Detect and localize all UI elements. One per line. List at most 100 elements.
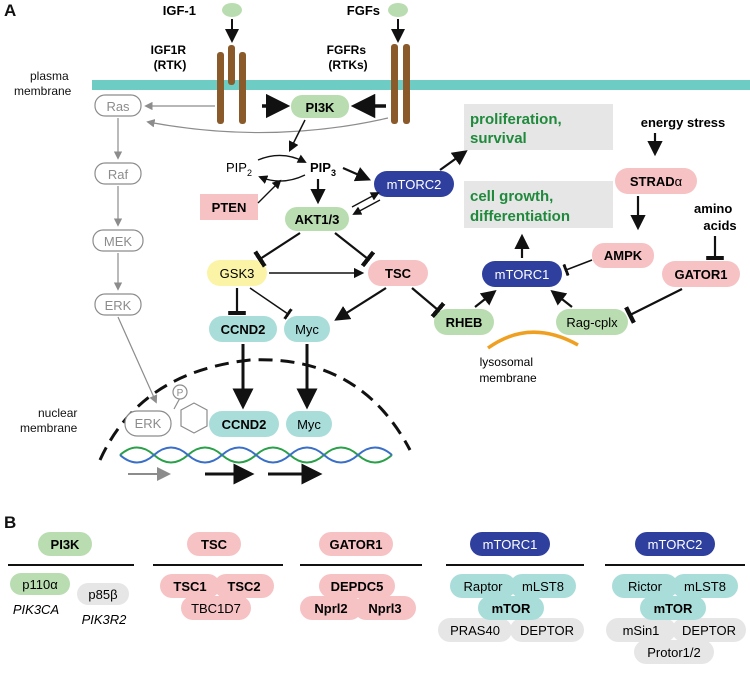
gsk3-label: GSK3 [220, 266, 255, 281]
fgfr-receptor [391, 44, 410, 124]
pras40-label: PRAS40 [450, 623, 500, 638]
ampk-label: AMPK [604, 248, 643, 263]
akt-node [285, 207, 349, 231]
pras40-node [438, 618, 512, 642]
cell-growth-label: cell growth, differentiation [470, 188, 570, 225]
akt-to-mtorc2-arrow [351, 192, 380, 208]
erk-to-nucleus-arrow [117, 316, 158, 404]
gator1-complex-group: GATOR1 DEPDC5 Nprl2 Nprl3 [300, 532, 422, 620]
deptor-label-1: DEPTOR [520, 623, 574, 638]
pi3k-to-pip-arrow [288, 119, 306, 153]
tbc1d7-label: TBC1D7 [191, 601, 241, 616]
protor-label: Protor1/2 [647, 645, 700, 660]
erk-nuclear-node [124, 410, 172, 437]
rag-node [556, 309, 628, 335]
strada-label: STRADα [630, 174, 683, 189]
gator1-inhibits-rag [624, 288, 683, 324]
mlst8-label-1: mLST8 [522, 579, 564, 594]
gsk3-inhibits-myc [249, 287, 293, 320]
nprl2-label: Nprl2 [314, 601, 347, 616]
tsc-to-myc-arrow [334, 287, 387, 321]
pip3-label: PIP3 [310, 160, 336, 178]
rictor-label: Rictor [628, 579, 663, 594]
mek-label: MEK [104, 234, 133, 249]
pten-to-pip-arrow [257, 179, 282, 204]
erk-node [94, 293, 142, 316]
akt-inhibits-tsc [334, 232, 376, 268]
cell-growth-box [464, 181, 613, 228]
gator1-label: GATOR1 [675, 267, 728, 282]
tsc2-label: TSC2 [227, 579, 260, 594]
myc-node [284, 316, 330, 342]
pi3k-complex-group: PI3K p110α p85β PIK3CA PIK3R2 [8, 532, 134, 627]
fgfs-ligand [388, 3, 408, 17]
mtorc2-to-proliferation-arrow [439, 150, 468, 171]
p110-node [10, 573, 70, 595]
ampk-node [592, 243, 654, 268]
tsc2-node [214, 574, 274, 598]
nuclear-membrane [98, 358, 412, 461]
raf-label: Raf [108, 167, 129, 182]
p85-label: p85β [88, 587, 117, 602]
mtorc2-complex-group: mTORC2 Protor1/2 mSin1 DEPTOR mTOR Ricto… [605, 532, 746, 664]
phospho-link [173, 397, 181, 410]
ras-label: Ras [106, 99, 130, 114]
nprl2-node [300, 596, 362, 620]
erk-nuclear-label: ERK [135, 416, 162, 431]
mtorc2-node [374, 171, 454, 197]
gsk3-node [207, 260, 267, 286]
pten-label: PTEN [212, 200, 247, 215]
erk-label: ERK [105, 298, 132, 313]
ras-node [94, 94, 142, 117]
fgfr-to-ras-arrow [146, 117, 389, 134]
panel-a-label: A [4, 1, 16, 20]
phospho-circle [172, 384, 188, 400]
akt-inhibits-gsk3 [253, 232, 301, 268]
gator1-header-node [319, 532, 393, 556]
pi3k-header-label: PI3K [51, 537, 81, 552]
tsc-label: TSC [385, 266, 412, 281]
mek-node [92, 229, 144, 252]
nuclear-membrane-label: nuclear membrane [20, 406, 81, 435]
proliferation-label: proliferation, survival [470, 111, 566, 147]
raptor-label: Raptor [463, 579, 503, 594]
mtor-label-2: mTOR [654, 601, 693, 616]
myc-nuclear-label: Myc [297, 417, 321, 432]
mlst8-node-1 [510, 574, 576, 598]
pip2-label: PIP2 [226, 160, 252, 178]
tsc-node [368, 260, 428, 286]
mtorc2-label: mTORC2 [387, 177, 442, 192]
deptor-node-2 [672, 618, 746, 642]
igf1r-receptor [217, 45, 246, 124]
igf1r-label: IGF1R (RTK) [151, 43, 190, 72]
pik3ca-gene-label: PIK3CA [13, 602, 59, 617]
fgfrs-label: FGFRs (RTKs) [327, 43, 370, 72]
pten-node [200, 194, 258, 220]
myc-label: Myc [295, 322, 319, 337]
p85-node [77, 583, 129, 605]
pip3-to-pip2-arrow [258, 174, 306, 184]
mlst8-node-2 [672, 574, 738, 598]
amino-acids-label: amino acids [694, 201, 737, 233]
rheb-label: RHEB [446, 315, 483, 330]
ampk-inhibits-mtorc1 [562, 259, 593, 277]
ccnd2-label: CCND2 [221, 322, 266, 337]
tsc-header-label: TSC [201, 537, 228, 552]
tsc-inhibits-rheb [411, 287, 446, 319]
panel-b-label: B [4, 513, 16, 532]
strada-node [615, 168, 697, 194]
fgfs-label: FGFs [347, 3, 380, 18]
energy-stress-label: energy stress [641, 115, 726, 130]
myc-nuclear-node [286, 411, 332, 437]
ccnd2-nuclear-label: CCND2 [222, 417, 267, 432]
raptor-node [450, 574, 516, 598]
protor-node [634, 640, 714, 664]
mtorc2-header-label: mTORC2 [648, 537, 703, 552]
rheb-to-mtorc1-arrow [474, 289, 497, 308]
lysosomal-membrane-label: lysosomal membrane [479, 355, 537, 385]
tbc1d7-node [181, 596, 251, 620]
mtor-label-1: mTOR [492, 601, 531, 616]
depdc5-node [319, 574, 395, 598]
pi3k-header-node [38, 532, 92, 556]
deptor-node-1 [510, 618, 584, 642]
